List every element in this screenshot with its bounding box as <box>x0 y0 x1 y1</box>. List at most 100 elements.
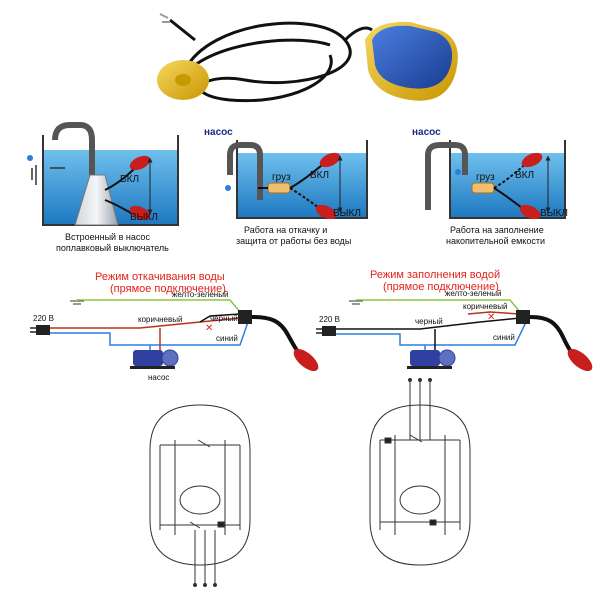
junction-box <box>516 310 530 324</box>
water-drop-icon <box>455 169 461 175</box>
wire-blue <box>336 321 527 346</box>
weight-label: груз <box>476 172 495 183</box>
pump-pipe <box>227 142 263 200</box>
wiring-title-line2: (прямое подключение) <box>110 283 226 295</box>
wiring-fill: Режим заполнения водой (прямое подключен… <box>316 269 593 372</box>
wire-yellow-green <box>76 299 241 313</box>
wire-black <box>199 313 241 323</box>
ball-outline <box>179 485 221 515</box>
internal-schematic-left <box>149 404 251 587</box>
wire-label-yellow-green: желто-зеленый <box>445 289 501 298</box>
float-body-blue <box>372 25 453 89</box>
wiring-title-line2: (прямое подключение) <box>383 281 499 293</box>
wire-label-brown: коричневый <box>463 302 507 311</box>
wire-label-brown: коричневый <box>138 315 182 324</box>
caption-line1: Работа на заполнение <box>450 225 544 235</box>
caption-line2: защита от работы без воды <box>236 236 351 246</box>
weight-block <box>267 182 291 194</box>
float-icon <box>567 348 593 372</box>
wiring-title-line1: Режим заполнения водой <box>370 269 500 281</box>
pump-base <box>407 366 452 369</box>
contact-block <box>217 521 225 528</box>
wiring-drain: Режим откачивания воды (прямое подключен… <box>30 271 319 382</box>
pump-motor-icon <box>133 350 163 366</box>
cable-loop <box>194 38 331 67</box>
pump-impeller-icon <box>438 349 456 367</box>
wire-label-black: черный <box>415 317 443 326</box>
wire-label-blue: синий <box>216 334 238 343</box>
cut-mark: ✕ <box>205 323 213 334</box>
float-cable <box>493 162 528 189</box>
weight-label: груз <box>272 172 291 183</box>
wire-blue <box>50 321 249 346</box>
float-switch-photo <box>157 13 458 103</box>
lead-wires <box>409 380 431 440</box>
pump-label: насос <box>204 127 233 138</box>
pump-label: насос <box>412 127 441 138</box>
switch-contact <box>189 521 201 529</box>
pump-base <box>130 366 175 369</box>
wire-brown <box>467 311 521 315</box>
float-down <box>519 204 541 220</box>
off-label: ВЫКЛ <box>130 212 158 223</box>
wire-label-yellow-green: желто-зеленый <box>172 290 228 299</box>
caption-line1: Встроенный в насос <box>65 232 150 242</box>
voltage-label: 220 В <box>319 315 340 324</box>
wire-label-black: черный <box>210 314 238 323</box>
pump-body <box>74 174 119 226</box>
float-up <box>319 152 341 168</box>
switch-contact <box>197 439 211 448</box>
pump-impeller-icon <box>161 349 179 367</box>
float-down <box>129 205 151 221</box>
internal-schematic-right <box>369 378 471 566</box>
tank-wall <box>236 140 368 219</box>
lead-end <box>213 583 217 587</box>
wire-tip <box>159 13 169 19</box>
float-cable <box>104 167 136 191</box>
wire-brown <box>50 317 241 329</box>
float-up <box>521 152 543 168</box>
ball-outline <box>399 485 441 515</box>
float-down <box>315 204 337 220</box>
float-icon <box>293 348 319 372</box>
pump-pipe <box>425 142 468 210</box>
pump-pipe <box>52 122 95 185</box>
off-label: ВЫКЛ <box>333 208 361 219</box>
contact-block <box>384 437 392 444</box>
pump-motor-icon <box>410 350 440 366</box>
lead-wires <box>194 530 216 585</box>
circuit-line <box>394 435 446 535</box>
plug-icon <box>36 325 50 335</box>
wire-black <box>336 317 521 330</box>
cable-tail <box>343 26 373 42</box>
wiring-title-line1: Режим откачивания воды <box>95 271 225 283</box>
plug-icon <box>322 326 336 336</box>
water-drop-icon <box>225 185 231 191</box>
cable-loop <box>183 21 352 103</box>
wire-label-blue: синий <box>493 333 515 342</box>
weight-block <box>471 182 495 194</box>
junction-box <box>238 310 252 324</box>
caption-line1: Работа на откачку и <box>244 225 327 235</box>
voltage-label: 220 В <box>33 314 54 323</box>
float-up <box>129 155 151 171</box>
lead-end <box>193 583 197 587</box>
cut-mark: ✕ <box>487 312 495 323</box>
lead-end <box>428 378 432 382</box>
circuit-line <box>379 439 461 530</box>
panel-builtin: ВКЛ ВЫКЛ Встроенный в насос поплавковый … <box>27 122 179 253</box>
cable-end <box>169 18 196 42</box>
on-label: ВКЛ <box>515 170 534 181</box>
on-label: ВКЛ <box>120 174 139 185</box>
float-outline <box>149 404 251 566</box>
panel-fill: насос груз ВКЛ ВЫКЛ Работа на заполнение… <box>412 127 568 246</box>
tank-wall <box>449 140 566 219</box>
water-drop-icon <box>27 155 33 161</box>
circuit-line <box>174 440 226 535</box>
caption-line2: поплавковый выключатель <box>56 243 169 253</box>
wiring-pump-label: насос <box>148 373 169 382</box>
lead-end <box>203 583 207 587</box>
wire-yellow-green <box>356 299 521 313</box>
counterweight-hole <box>175 74 191 86</box>
